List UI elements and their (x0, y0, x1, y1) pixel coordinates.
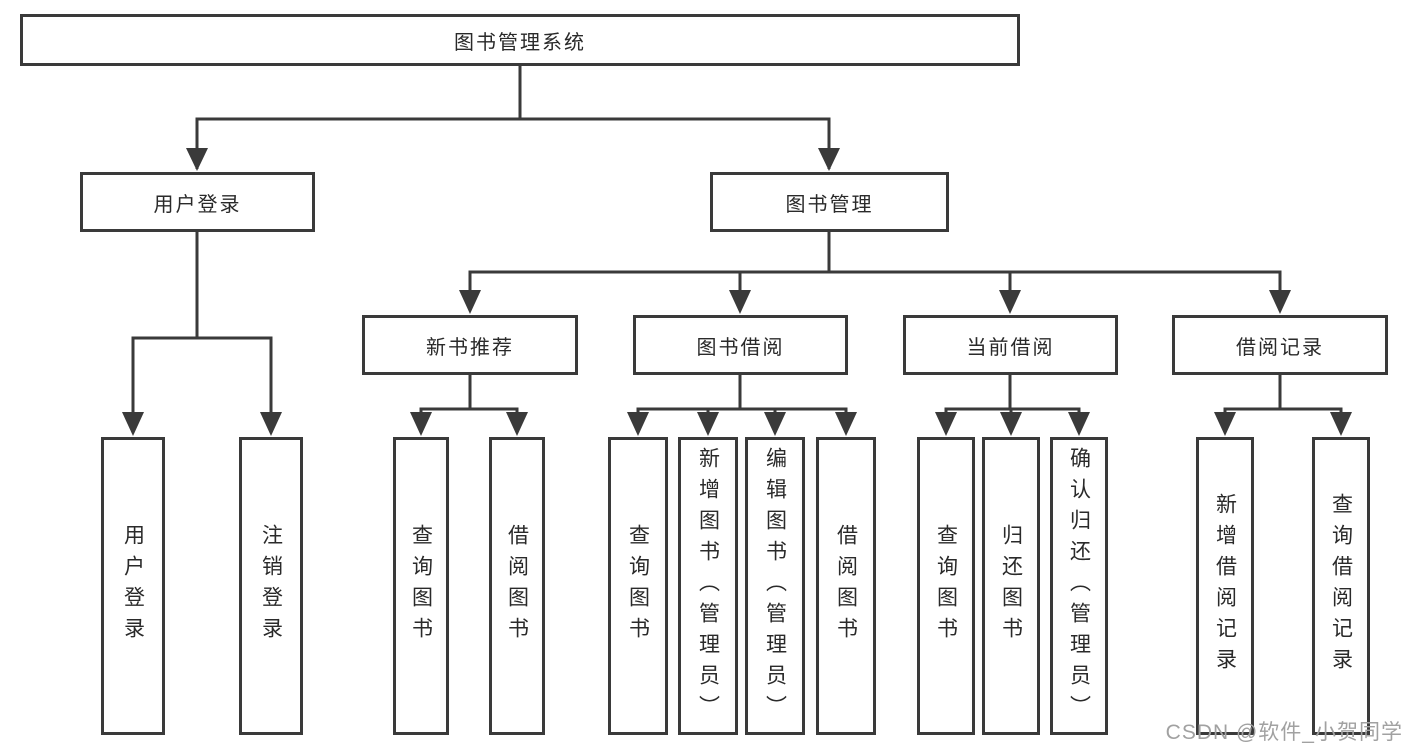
node-label: 图书管理系统 (454, 31, 586, 54)
arrowhead-icon (459, 290, 481, 314)
leaf-borrow-books: 借阅图书 (816, 437, 876, 735)
node-user-login: 用户登录 (80, 172, 315, 232)
arrowhead-icon (1269, 290, 1291, 314)
node-label: 编辑图书（管理员） (763, 446, 787, 726)
leaf-query-books-current: 查询图书 (917, 437, 975, 735)
leaf-add-borrow-record: 新增借阅记录 (1196, 437, 1254, 735)
arrowhead-icon (764, 412, 786, 436)
leaf-query-borrow-record: 查询借阅记录 (1312, 437, 1370, 735)
arrowhead-icon (729, 290, 751, 314)
arrowhead-icon (410, 412, 432, 436)
node-label: 确认归还（管理员） (1067, 446, 1091, 726)
node-label: 新增借阅记录 (1213, 493, 1237, 679)
leaf-logout: 注销登录 (239, 437, 303, 735)
arrowhead-icon (1000, 412, 1022, 436)
arrowhead-icon (1214, 412, 1236, 436)
node-label: 借阅记录 (1236, 336, 1324, 359)
leaf-add-books-admin: 新增图书（管理员） (678, 437, 738, 735)
node-label: 图书管理 (785, 193, 874, 216)
arrowhead-icon (260, 412, 282, 436)
node-label: 当前借阅 (966, 336, 1055, 359)
leaf-edit-books-admin: 编辑图书（管理员） (745, 437, 805, 735)
arrowhead-icon (1330, 412, 1352, 436)
connector-newbook-bus (419, 407, 519, 433)
arrowhead-icon (935, 412, 957, 436)
arrowhead-icon (835, 412, 857, 436)
node-current-borrow: 当前借阅 (903, 315, 1118, 375)
arrowhead-icon (186, 148, 208, 171)
node-label: 归还图书 (999, 524, 1023, 648)
leaf-query-books-recommend: 查询图书 (393, 437, 449, 735)
node-new-book-recommend: 新书推荐 (362, 315, 578, 375)
arrowhead-icon (122, 412, 144, 436)
connector-root-bus (195, 117, 831, 169)
node-borrow-records: 借阅记录 (1172, 315, 1388, 375)
leaf-return-books: 归还图书 (982, 437, 1040, 735)
arrowhead-icon (818, 148, 840, 171)
leaf-query-books-borrow: 查询图书 (608, 437, 668, 735)
arrowhead-icon (697, 412, 719, 436)
node-label: 查询图书 (934, 524, 958, 648)
node-library-management-system: 图书管理系统 (20, 14, 1020, 66)
node-label: 新增图书（管理员） (696, 446, 720, 726)
node-label: 借阅图书 (505, 524, 529, 648)
connector-records-bus (1223, 407, 1343, 433)
node-label: 新书推荐 (426, 336, 514, 359)
node-label: 用户登录 (121, 524, 145, 648)
arrowhead-icon (999, 290, 1021, 314)
node-label: 借阅图书 (834, 524, 858, 648)
node-label: 查询借阅记录 (1329, 493, 1353, 679)
leaf-confirm-return-admin: 确认归还（管理员） (1050, 437, 1108, 735)
node-label: 查询图书 (626, 524, 650, 648)
node-label: 注销登录 (259, 524, 283, 648)
leaf-borrow-books-recommend: 借阅图书 (489, 437, 545, 735)
connector-borrow-bus (636, 407, 848, 433)
arrowhead-icon (627, 412, 649, 436)
node-book-management: 图书管理 (710, 172, 949, 232)
node-label: 查询图书 (409, 524, 433, 648)
node-label: 图书借阅 (696, 336, 785, 359)
leaf-user-login: 用户登录 (101, 437, 165, 735)
csdn-watermark: CSDN @软件_小贺同学 (1165, 721, 1403, 744)
node-book-borrow: 图书借阅 (633, 315, 848, 375)
node-label: 用户登录 (153, 193, 242, 216)
arrowhead-icon (506, 412, 528, 436)
connector-userlogin-bus (131, 336, 273, 433)
arrowhead-icon (1068, 412, 1090, 436)
connector-bookmgmt-bus (468, 270, 1282, 311)
